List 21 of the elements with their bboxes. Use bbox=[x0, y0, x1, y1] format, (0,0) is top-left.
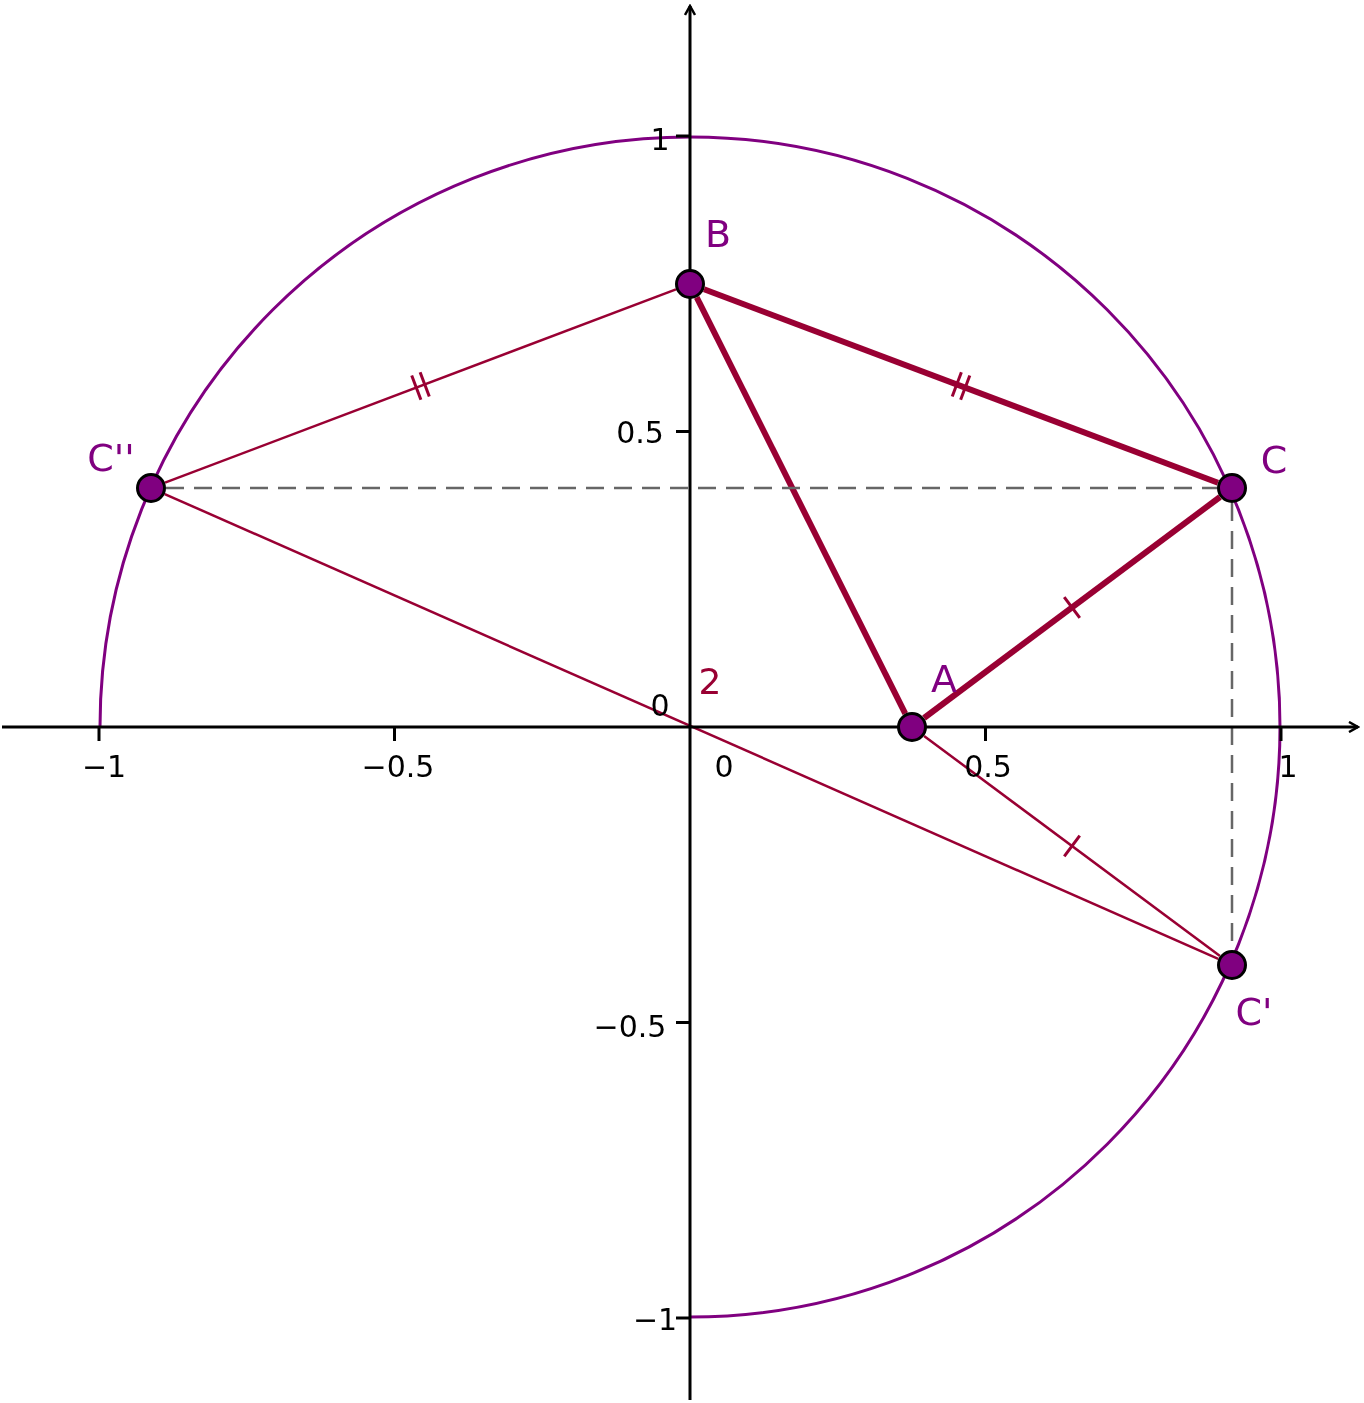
axis-tick-label: 0.5 bbox=[616, 418, 664, 448]
point-label: B bbox=[704, 215, 732, 253]
line-segment bbox=[922, 494, 1222, 721]
dashed-line bbox=[166, 486, 1217, 490]
line-segment bbox=[694, 296, 908, 715]
axis-tick-label: 0.5 bbox=[964, 752, 1012, 782]
point-label: C' bbox=[1235, 993, 1273, 1031]
line-segment bbox=[923, 734, 1221, 958]
axis-tick-label: −0.5 bbox=[361, 752, 435, 782]
axis-tick-label: −0.5 bbox=[593, 1012, 667, 1042]
axis-tick-label: 1 bbox=[1278, 752, 1298, 782]
point-label: 2 bbox=[698, 664, 722, 700]
point-label: C bbox=[1260, 441, 1288, 479]
axis-tick-label: 0 bbox=[714, 752, 734, 782]
line-segment bbox=[164, 288, 677, 484]
line-segment bbox=[703, 286, 1219, 486]
axis-tick-label: −1 bbox=[81, 752, 127, 782]
point-label: A bbox=[931, 660, 957, 698]
line-segment bbox=[164, 492, 1219, 961]
axis-tick-label: −1 bbox=[632, 1305, 678, 1335]
point-label: C'' bbox=[87, 439, 135, 477]
